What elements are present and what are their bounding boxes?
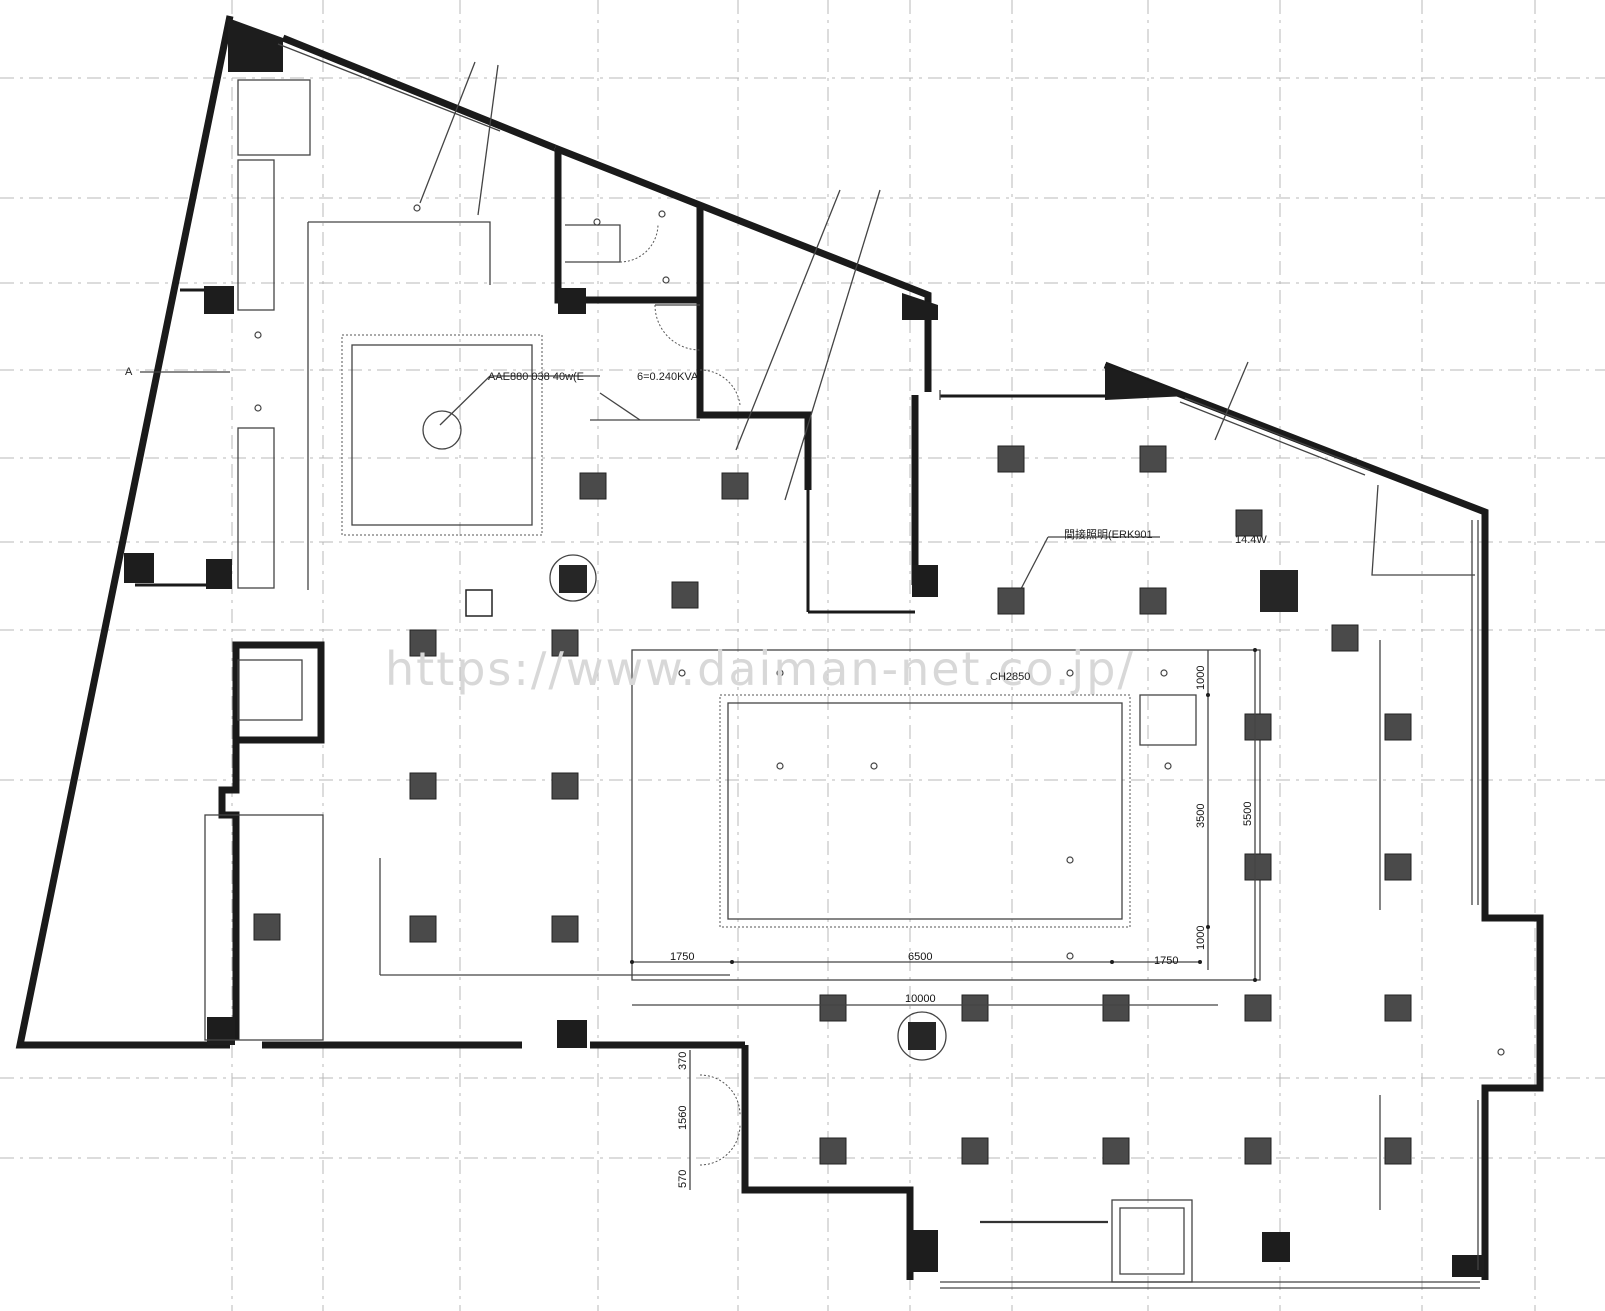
power-label: 6=0.240KVA <box>637 371 699 383</box>
watermark: https://www.daiman-net.co.jp/ <box>385 642 1135 696</box>
dim-1750-left: 1750 <box>670 951 694 963</box>
dim-3500: 3500 <box>1195 804 1207 828</box>
dim-1560: 1560 <box>677 1106 689 1130</box>
ceiling-height-label: CH2850 <box>990 671 1030 683</box>
downlights <box>254 204 1505 1056</box>
dim-10000: 10000 <box>905 993 936 1005</box>
indirect-lighting-label: 間接照明(ERK901 <box>1064 528 1153 541</box>
wattage-label: 14.4W <box>1235 534 1267 546</box>
dim-570: 570 <box>677 1170 689 1188</box>
dimension-lines <box>630 648 1257 1190</box>
annotations: AAE880 038 40w(E 6=0.240KVA 間接照明(ERK901 … <box>125 366 1267 683</box>
door-swings <box>619 223 741 1166</box>
leader-lines <box>140 61 1249 611</box>
dim-370: 370 <box>677 1052 689 1070</box>
dim-6500: 6500 <box>908 951 932 963</box>
dim-1000-bottom: 1000 <box>1195 926 1207 950</box>
partitions <box>204 43 1480 1289</box>
exterior-walls <box>15 15 1544 1280</box>
dim-1000-top: 1000 <box>1195 666 1207 690</box>
marker-a-label: A <box>125 366 133 378</box>
fixture-code-label: AAE880 038 40w(E <box>488 371 584 383</box>
dimension-labels: 1750 6500 1750 10000 1000 3500 1000 5500… <box>670 666 1254 1188</box>
dim-1750-right: 1750 <box>1154 955 1178 967</box>
ceiling-panels <box>341 334 1261 981</box>
light-fixtures <box>253 410 1412 1165</box>
dim-5500: 5500 <box>1242 802 1254 826</box>
